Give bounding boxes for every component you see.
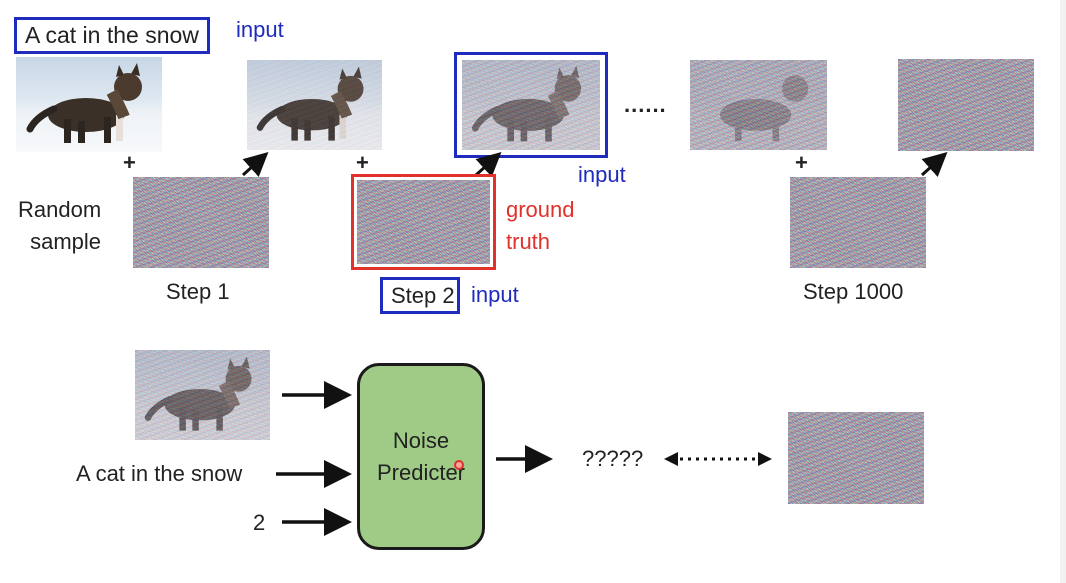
step1-label: Step 1 (166, 279, 230, 304)
arrow-step1000-up (920, 151, 948, 177)
step2-result-image (462, 60, 600, 150)
noise-predicter-label-line1: Noise (392, 427, 450, 453)
target-noise-image (788, 412, 924, 504)
noise-sample-step2 (357, 180, 490, 264)
input-label-step2-image: input (578, 162, 626, 187)
ellipsis-dots: ...... (624, 92, 667, 117)
step1000-result-image (898, 59, 1034, 151)
prompt-box-top: A cat in the snow (14, 17, 210, 54)
prompt-text-top: A cat in the snow (25, 22, 199, 48)
noise-sample-step1 (133, 177, 269, 268)
ground-truth-label: ground truth (506, 197, 575, 254)
plus-sign-step1000: + (795, 150, 808, 175)
cat-illustration (26, 63, 142, 143)
noise-predicter-block: Noise Predicter (357, 363, 485, 550)
step-number-input: 2 (253, 510, 266, 535)
step999-result-image (690, 60, 827, 150)
step2-label-box: Step 2 (380, 277, 460, 314)
scrollbar[interactable] (1060, 0, 1066, 583)
red-pointer-dot (454, 460, 464, 470)
unknown-output-label: ????? (582, 446, 644, 471)
clean-cat-image (16, 57, 162, 152)
cat-illustration (256, 66, 364, 141)
step1-result-image (247, 60, 382, 150)
random-sample-label: Random sample (18, 197, 102, 254)
plus-sign-step2: + (356, 150, 369, 175)
ground-truth-frame (351, 174, 496, 270)
noisy-input-image (135, 350, 270, 440)
arrow-step2-up (474, 151, 502, 177)
step2-label: Step 2 (391, 283, 455, 308)
dotted-arrow-right-head (758, 452, 772, 466)
step1000-label: Step 1000 (803, 279, 904, 304)
noise-sample-step1000 (790, 177, 926, 268)
dotted-arrow-left-head (664, 452, 678, 466)
prompt-text-bottom: A cat in the snow (76, 461, 243, 486)
input-label-prompt: input (236, 17, 284, 42)
arrow-step1-up (241, 151, 269, 177)
plus-sign-step1: + (123, 150, 136, 175)
input-label-step2: input (471, 282, 519, 307)
step2-result-frame (454, 52, 608, 158)
noise-predicter-label-line2: Predicter (376, 459, 466, 485)
